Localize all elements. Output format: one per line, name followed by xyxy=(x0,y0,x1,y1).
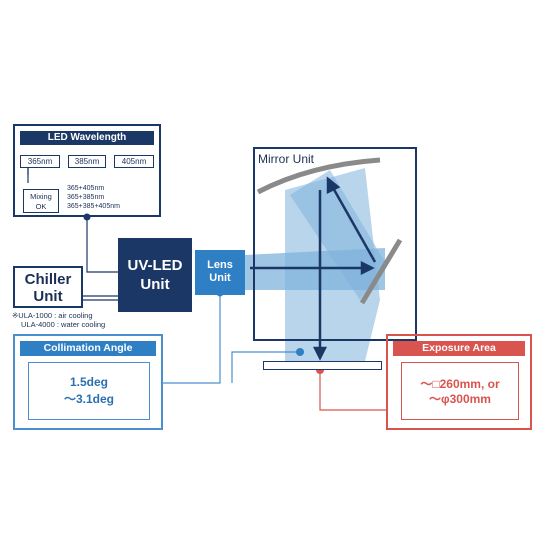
combination-item: 365+385+405nm xyxy=(67,203,120,210)
arrow-head-right xyxy=(360,260,375,276)
mixing-label: Mixing xyxy=(30,192,52,201)
collimation-value-line2: ～3.1deg xyxy=(63,392,115,406)
collimation-connector-dot xyxy=(296,348,304,356)
uv-led-label-line1: UV-LED xyxy=(127,257,183,274)
led-wavelength-panel: LED Wavelength 365nm 385nm 405nm Mixing … xyxy=(13,124,161,217)
arrow-head-up xyxy=(326,176,341,195)
exposure-area-panel: Exposure Area ～□260mm, or ～φ300mm xyxy=(386,334,532,430)
lens-unit-box: Lens Unit xyxy=(195,250,245,295)
exposure-value-box: ～□260mm, or ～φ300mm xyxy=(401,362,519,420)
exposure-stage xyxy=(263,361,382,370)
wavelength-405: 405nm xyxy=(114,155,154,168)
wavelength-385: 385nm xyxy=(68,155,106,168)
led-wavelength-title: LED Wavelength xyxy=(20,131,154,145)
chiller-label-line1: Chiller xyxy=(24,271,72,288)
collimation-angle-title: Collimation Angle xyxy=(20,341,156,356)
combination-item: 365+405nm xyxy=(67,185,105,192)
exposure-value-line1: ～□260mm, or xyxy=(420,377,500,391)
mirror-unit-frame xyxy=(253,147,417,341)
exposure-area-title: Exposure Area xyxy=(393,341,525,356)
lens-label-line1: Lens xyxy=(207,259,233,271)
collimation-angle-panel: Collimation Angle 1.5deg ～3.1deg xyxy=(13,334,163,430)
ok-label: OK xyxy=(35,202,47,211)
flat-mirror xyxy=(359,238,403,305)
chiller-note-line2: ULA-4000 : water cooling xyxy=(21,320,106,329)
uv-led-label-line2: Unit xyxy=(140,276,170,293)
uv-led-unit-box: UV-LED Unit xyxy=(118,238,192,312)
collimation-value-box: 1.5deg ～3.1deg xyxy=(28,362,150,420)
combination-item: 365+385nm xyxy=(67,194,105,201)
arrow-head-down xyxy=(312,346,328,361)
chiller-note-line1: ※ULA-1000 : air cooling xyxy=(12,311,93,320)
wavelength-combinations: 365+405nm 365+385nm 365+385+405nm xyxy=(67,184,120,211)
collimation-value-line1: 1.5deg xyxy=(69,375,108,389)
chiller-label-line2: Unit xyxy=(33,288,63,305)
exposure-value-line2: ～φ300mm xyxy=(429,392,491,406)
lens-label-line2: Unit xyxy=(209,272,231,284)
wavelength-365: 365nm xyxy=(20,155,60,168)
mirror-unit-label: Mirror Unit xyxy=(258,152,314,166)
chiller-unit-box: Chiller Unit xyxy=(13,266,83,308)
beam-down-to-stage xyxy=(285,168,380,361)
mixing-ok-box: Mixing OK xyxy=(23,189,59,213)
chiller-note: ※ULA-1000 : air cooling ULA-4000 : water… xyxy=(12,311,105,329)
curved-mirror xyxy=(256,157,381,195)
